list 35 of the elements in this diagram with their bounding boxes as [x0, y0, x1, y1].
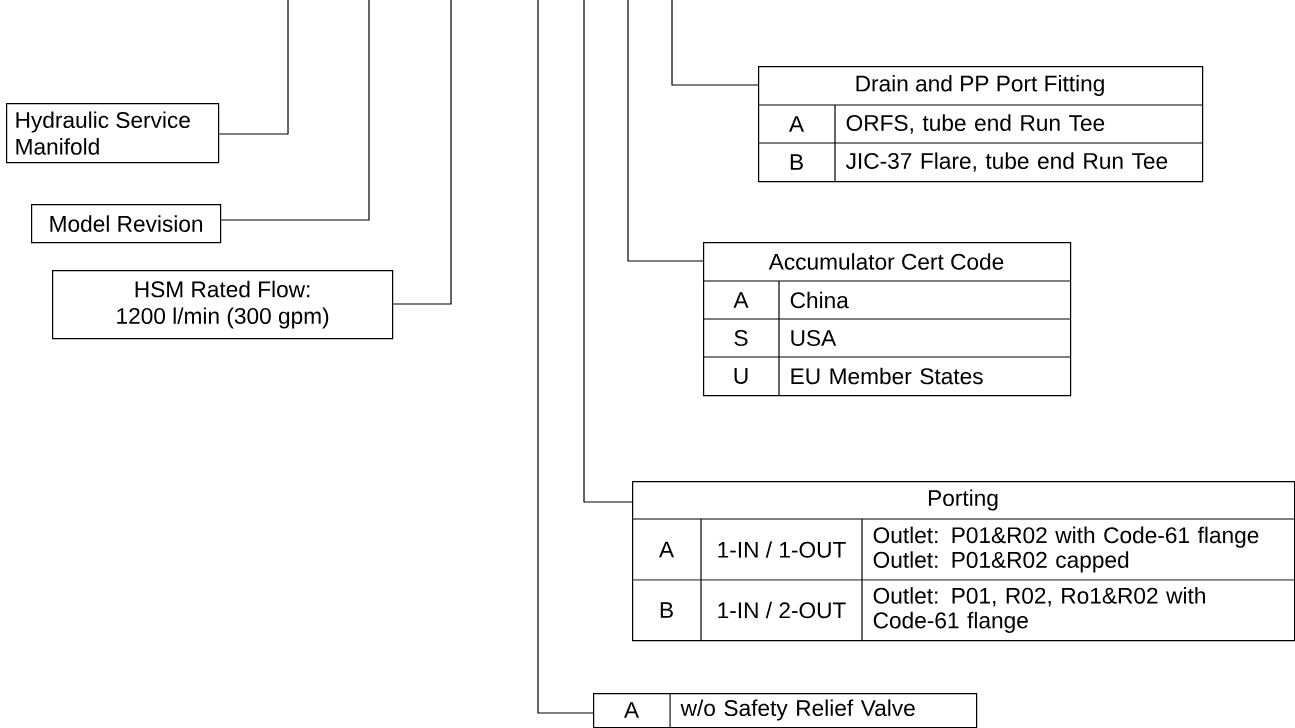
option-description: EU Member States: [791, 367, 983, 385]
label-box: Model Revision: [31, 204, 222, 244]
option-description: Outlet: P01&R02 with Code-61 flange Outlet: P01&R02 capped: [873, 526, 1259, 573]
leader-line: [392, 0, 452, 305]
option-code: S: [734, 330, 748, 347]
leader-line: [671, 0, 759, 86]
option-code: A: [789, 116, 805, 132]
leader-line: [537, 0, 594, 714]
option-description: JIC-37 Flare, tube end Run Tee: [845, 152, 1168, 172]
option-description: Outlet: P01, R02, Ro1&R02 with Code-61 flange: [873, 587, 1205, 633]
option-code: A: [733, 292, 749, 308]
option-description: 1-IN / 2-OUT: [718, 601, 846, 619]
label-box: HSM Rated Flow: 1200 l/min (300 gpm): [52, 270, 394, 340]
option-code: A: [659, 541, 675, 558]
option-table: [702, 242, 1072, 397]
option-description: 1-IN / 1-OUT: [718, 541, 846, 558]
table-heading: Accumulator Cert Code: [768, 253, 1004, 270]
option-description: USA: [791, 330, 837, 347]
option-table: [593, 692, 978, 728]
option-code: B: [790, 154, 803, 170]
table-heading: Drain and PP Port Fitting: [856, 74, 1104, 97]
option-description: w/o Safety Relief Valve: [680, 699, 915, 721]
label-box: Hydraulic Service Manifold: [6, 103, 220, 164]
leader-line: [627, 0, 704, 262]
option-table: [631, 481, 1295, 642]
table-heading: Porting: [928, 489, 998, 511]
option-table: [757, 66, 1204, 183]
option-code: B: [660, 602, 673, 618]
option-description: China: [790, 291, 849, 309]
option-code: A: [624, 702, 639, 718]
leader-line: [218, 0, 289, 135]
leader-line: [583, 0, 633, 503]
leader-line: [220, 0, 370, 221]
option-code: U: [734, 368, 748, 384]
option-description: ORFS, tube end Run Tee: [846, 114, 1105, 134]
